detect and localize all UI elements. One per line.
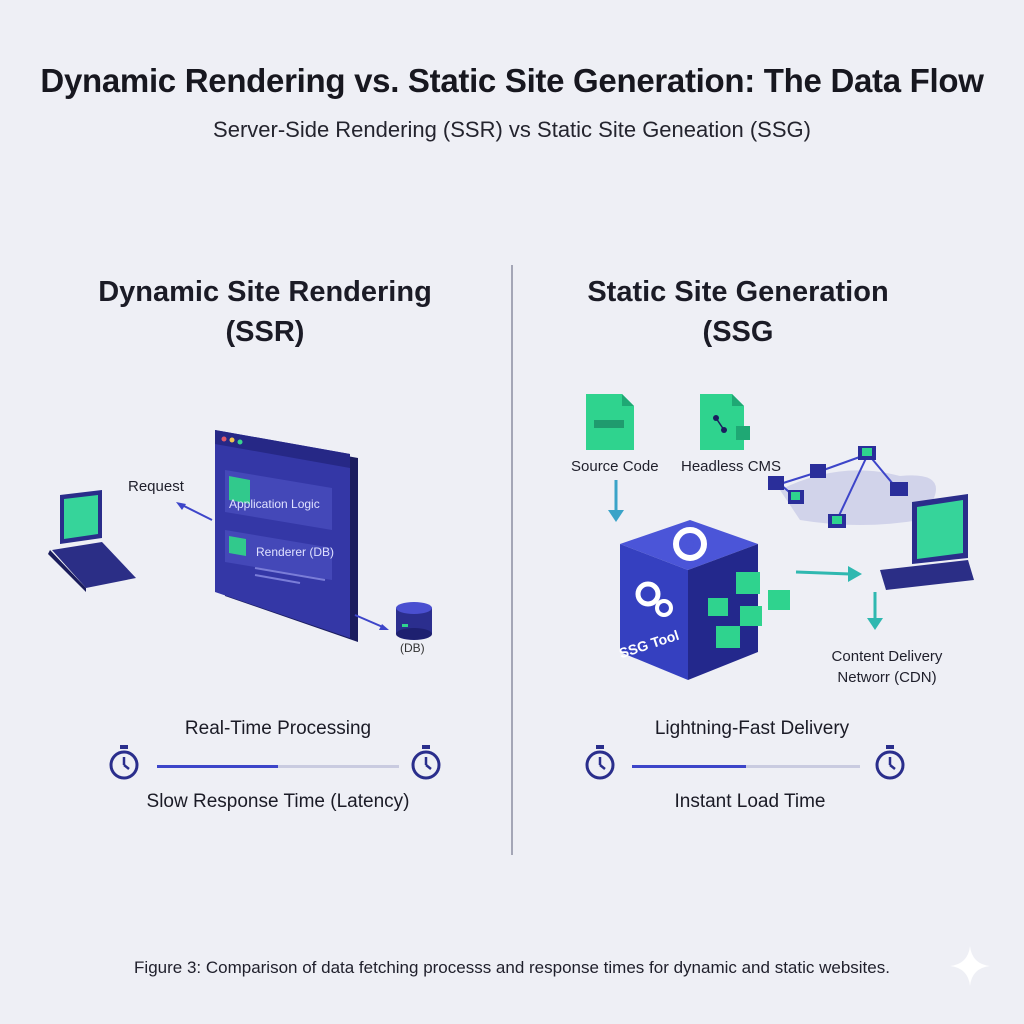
ssg-illustration (586, 394, 974, 680)
ssr-timeline-fill (157, 765, 278, 768)
source-code-icon (586, 394, 634, 450)
browser-row1-label: Application Logic (229, 497, 320, 511)
ssg-metric-bottom: Instant Load Time (674, 791, 826, 812)
cdn-network-map (768, 446, 936, 528)
cdn-down-arrow (867, 592, 883, 630)
client-laptop-icon (880, 494, 974, 590)
client-laptop-icon (48, 490, 136, 592)
request-arrow (176, 502, 213, 521)
ssr-timeline (157, 765, 399, 768)
section-divider (511, 265, 513, 855)
stopwatch-icon (875, 745, 905, 780)
source-code-label: Source Code (571, 458, 659, 475)
request-label: Request (128, 478, 184, 495)
ssg-timeline (632, 765, 860, 768)
db-label: (DB) (400, 641, 425, 655)
ssg-heading-line2: (SSG (702, 316, 774, 348)
cdn-label-line2: Networr (CDN) (837, 669, 937, 686)
ssg-tool-cube (620, 520, 790, 680)
ssg-heading: Static Site Generation (SSG (528, 272, 948, 352)
ssr-metric-bottom: Slow Response Time (Latency) (146, 791, 410, 812)
ssr-heading-line1: Dynamic Site Rendering (98, 276, 432, 308)
ssr-illustration (48, 430, 432, 642)
sparkle-icon (950, 946, 990, 986)
cdn-label-line1: Content Delivery (831, 648, 943, 665)
headless-cms-label: Headless CMS (681, 458, 782, 475)
page-subtitle: Server-Side Rendering (SSR) vs Static Si… (213, 117, 811, 142)
ssg-heading-line1: Static Site Generation (587, 276, 889, 308)
ssg-metric-top: Lightning-Fast Delivery (654, 718, 850, 739)
ssr-heading-line2: (SSR) (225, 316, 305, 348)
stopwatch-icon (411, 745, 441, 780)
stopwatch-icon (585, 745, 615, 780)
cdn-label: Content Delivery Networr (CDN) (822, 646, 952, 688)
deliver-arrow (795, 566, 862, 582)
stopwatch-icon (109, 745, 139, 780)
source-down-arrow (608, 480, 624, 522)
db-arrow (354, 614, 389, 630)
browser-row2-label: Renderer (DB) (256, 545, 335, 559)
headless-cms-icon (700, 394, 750, 450)
browser-window (215, 430, 358, 642)
ssr-heading: Dynamic Site Rendering (SSR) (55, 272, 475, 352)
database-icon (396, 602, 432, 640)
figure-caption: Figure 3: Comparison of data fetching pr… (134, 958, 890, 977)
page-title: Dynamic Rendering vs. Static Site Genera… (40, 62, 984, 99)
ssr-metric-top: Real-Time Processing (184, 718, 372, 739)
ssg-timeline-fill (632, 765, 746, 768)
